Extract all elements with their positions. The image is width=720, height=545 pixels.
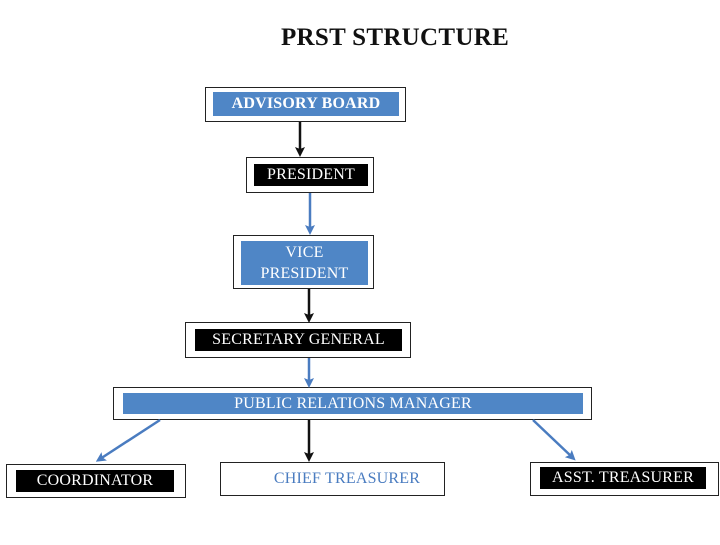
arrow-prm-to-coordinator xyxy=(95,418,161,462)
asst-treasurer-label: ASST. TREASURER xyxy=(552,469,694,486)
vice-president-label-line2: PRESIDENT xyxy=(260,265,349,282)
arrow-prm-to-asst-treasurer xyxy=(532,419,576,461)
secretary-general-box: SECRETARY GENERAL xyxy=(185,322,411,358)
coordinator-fill: COORDINATOR xyxy=(16,470,174,492)
chief-treasurer-label: CHIEF TREASURER xyxy=(273,470,421,487)
vice-president-fill: VICE PRESIDENT xyxy=(241,241,368,285)
vice-president-box: VICE PRESIDENT xyxy=(233,235,374,289)
president-box: PRESIDENT xyxy=(246,157,374,193)
chief-treasurer-fill: CHIEF TREASURER xyxy=(261,468,433,490)
advisory-board-box: ADVISORY BOARD xyxy=(205,87,406,122)
asst-treasurer-fill: ASST. TREASURER xyxy=(540,467,706,489)
president-label: PRESIDENT xyxy=(266,166,356,183)
advisory-board-fill: ADVISORY BOARD xyxy=(213,92,399,116)
secretary-general-label: SECRETARY GENERAL xyxy=(212,331,385,348)
diagram-title: PRST STRUCTURE xyxy=(280,24,510,51)
advisory-board-label: ADVISORY BOARD xyxy=(231,95,381,112)
asst-treasurer-box: ASST. TREASURER xyxy=(530,462,719,496)
public-relations-manager-fill: PUBLIC RELATIONS MANAGER xyxy=(123,393,583,414)
public-relations-manager-box: PUBLIC RELATIONS MANAGER xyxy=(113,387,592,420)
coordinator-label: COORDINATOR xyxy=(36,472,154,489)
coordinator-box: COORDINATOR xyxy=(6,464,186,498)
chief-treasurer-box: CHIEF TREASURER xyxy=(220,462,445,496)
public-relations-manager-label: PUBLIC RELATIONS MANAGER xyxy=(234,394,472,412)
president-fill: PRESIDENT xyxy=(254,164,368,186)
vice-president-label-line1: VICE xyxy=(285,244,324,261)
secretary-general-fill: SECRETARY GENERAL xyxy=(195,329,402,351)
